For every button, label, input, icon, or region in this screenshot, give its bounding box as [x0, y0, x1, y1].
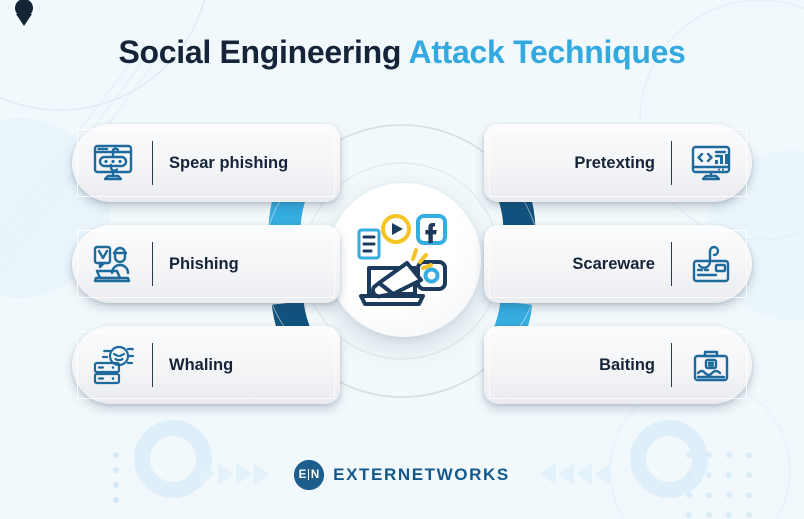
page-title-primary: Social Engineering [118, 34, 402, 70]
page-title-accent: Attack Techniques [408, 34, 686, 70]
card-label: Phishing [169, 254, 239, 273]
page-title: Social Engineering Attack Techniques [0, 34, 804, 71]
card-spear-phishing[interactable]: Spear phishing [72, 124, 340, 202]
card-label: Scareware [572, 254, 655, 273]
card-divider [671, 141, 672, 185]
card-whaling[interactable]: Whaling [72, 326, 340, 404]
card-divider [152, 141, 153, 185]
center-disc [327, 183, 481, 337]
card-label: Pretexting [574, 153, 655, 172]
card-label: Whaling [169, 355, 234, 374]
toolbox-bait-icon [688, 342, 734, 388]
card-divider [152, 343, 153, 387]
card-label: Spear phishing [169, 153, 289, 172]
card-phishing[interactable]: Phishing [72, 225, 340, 303]
card-divider [671, 242, 672, 286]
card-divider [671, 343, 672, 387]
card-label: Baiting [599, 355, 655, 374]
social-media-megaphone-laptop-icon [357, 214, 447, 306]
card-divider [152, 242, 153, 286]
logo-wordmark: EXTERNETWORKS [333, 465, 510, 484]
server-hacker-face-icon [90, 342, 136, 388]
credit-card-hook-icon [688, 241, 734, 287]
card-pretexting[interactable]: Pretexting [484, 124, 752, 202]
card-baiting[interactable]: Baiting [484, 326, 752, 404]
hacker-laptop-icon [90, 241, 136, 287]
monitor-password-hook-icon [90, 140, 136, 186]
monitor-code-chart-icon [688, 140, 734, 186]
card-scareware[interactable]: Scareware [484, 225, 752, 303]
